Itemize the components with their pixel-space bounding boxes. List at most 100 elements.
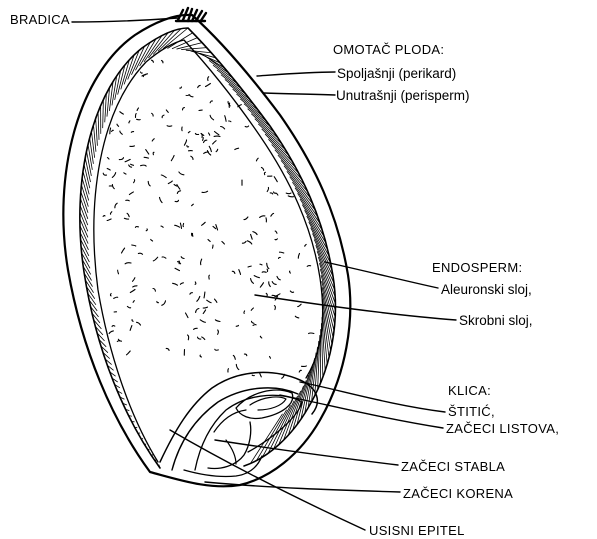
endosperm-speckle	[175, 200, 178, 201]
endosperm-speckle	[110, 212, 111, 215]
endosperm-speckle	[161, 226, 163, 227]
aleurone-hatch-mark	[200, 53, 224, 68]
label-omotac-ploda: OMOTAČ PLODA:	[333, 42, 444, 57]
endosperm-speckle	[194, 328, 198, 329]
endosperm-speckle	[198, 85, 201, 87]
endosperm-speckle	[124, 173, 126, 174]
aleurone-hatch-mark	[256, 410, 286, 461]
endosperm-speckle	[114, 297, 118, 298]
endosperm-speckle	[117, 341, 120, 342]
label-usisni-epitel: USISNI EPITEL	[369, 523, 465, 538]
endosperm-speckle	[236, 325, 238, 326]
leader-listova	[280, 395, 443, 428]
endosperm-speckle	[146, 150, 149, 155]
aleurone-hatch-mark	[148, 33, 168, 58]
endosperm-speckle	[298, 254, 299, 259]
endosperm-speckle	[109, 331, 113, 334]
endosperm-speckle	[157, 301, 159, 302]
endosperm-speckle	[152, 139, 154, 141]
endosperm-speckle	[186, 313, 189, 318]
endosperm-speckle	[152, 60, 154, 62]
endosperm-speckle	[188, 131, 190, 132]
endosperm-speckle	[189, 95, 193, 97]
endosperm-speckle	[180, 283, 183, 285]
endosperm-speckle	[162, 257, 166, 258]
label-aleuronski: Aleuronski sloj,	[441, 282, 532, 297]
endosperm-speckles	[103, 60, 314, 378]
aleurone-hatch-mark	[85, 158, 90, 182]
aleurone-hatch-mark	[186, 50, 211, 53]
label-zaceci-stabla: ZAČECI STABLA	[401, 459, 505, 474]
endosperm-speckle	[248, 266, 251, 267]
aleurone-hatch-mark	[225, 79, 250, 99]
endosperm-speckle	[122, 248, 125, 253]
endosperm-speckle	[215, 299, 217, 302]
aleurone-hatch-mark	[98, 112, 99, 140]
endosperm-speckle	[129, 165, 132, 167]
aleurone-hatch-mark	[145, 444, 146, 446]
endosperm-speckle	[252, 375, 254, 376]
endosperm-speckle	[201, 134, 202, 138]
endosperm-speckle	[125, 263, 131, 264]
endosperm-speckle	[209, 275, 210, 279]
aleurone-hatch-mark	[250, 414, 282, 464]
endosperm-speckle	[274, 306, 275, 310]
endosperm-speckle	[196, 309, 199, 313]
endosperm-speckle	[133, 301, 134, 303]
endosperm-speckle	[276, 193, 278, 195]
endosperm-speckle	[130, 290, 135, 293]
leader-aleuronski	[325, 262, 438, 288]
label-zaceci-korena: ZAČECI KORENA	[403, 486, 513, 501]
leader-usisni	[170, 430, 365, 530]
aleurone-hatch-mark	[240, 99, 267, 122]
aleurone-hatch-mark	[88, 145, 92, 170]
endosperm-speckle	[190, 293, 193, 295]
endosperm-speckle	[251, 308, 253, 310]
endosperm-speckle	[210, 115, 214, 120]
endosperm-speckle	[124, 218, 128, 219]
endosperm-speckle	[183, 108, 185, 110]
endosperm-speckle	[103, 216, 105, 217]
aleurone-hatch-mark	[96, 118, 98, 145]
endosperm-speckle	[125, 159, 130, 161]
endosperm-speckle	[162, 301, 166, 306]
endosperm-speckle	[275, 231, 277, 233]
endosperm-speckle	[267, 269, 268, 271]
endosperm-speckle	[132, 320, 133, 322]
endosperm-speckle	[204, 140, 207, 142]
endosperm-speckle	[103, 173, 106, 175]
endosperm-speckle	[280, 252, 284, 253]
endosperm-speckle	[208, 77, 209, 81]
endosperm-speckle	[191, 156, 193, 159]
endosperm-speckle	[218, 330, 219, 334]
endosperm-speckle	[279, 257, 281, 258]
endosperm-speckle	[305, 244, 307, 246]
endosperm-speckle	[175, 268, 180, 270]
endosperm-speckle	[112, 130, 114, 131]
leader-spoljasnji	[257, 72, 335, 76]
label-zaceci-listova: ZAČECI LISTOVA,	[446, 421, 559, 436]
endosperm-speckle	[228, 369, 229, 372]
endosperm-speckle	[253, 232, 257, 235]
aleurone-hatch-mark	[251, 114, 278, 139]
endosperm-speckle	[207, 300, 211, 303]
endosperm-speckle	[271, 213, 274, 216]
endosperm-speckle	[137, 108, 138, 111]
endosperm-speckle	[208, 240, 210, 242]
label-skrobni: Skrobni sloj,	[459, 313, 533, 328]
endosperm-speckle	[288, 196, 293, 197]
endosperm-speckle	[107, 219, 111, 221]
endosperm-speckle	[107, 169, 110, 171]
endosperm-speckle	[148, 181, 150, 186]
endosperm-speckle	[260, 336, 261, 338]
endosperm-speckle	[236, 364, 239, 369]
endosperm-speckle	[187, 146, 189, 147]
endosperm-speckle	[153, 257, 157, 261]
endosperm-speckle	[202, 337, 205, 340]
endosperm-speckle	[177, 185, 180, 190]
endosperm-speckle	[179, 172, 184, 175]
endosperm-speckle	[270, 193, 273, 194]
endosperm-speckle	[198, 337, 201, 339]
